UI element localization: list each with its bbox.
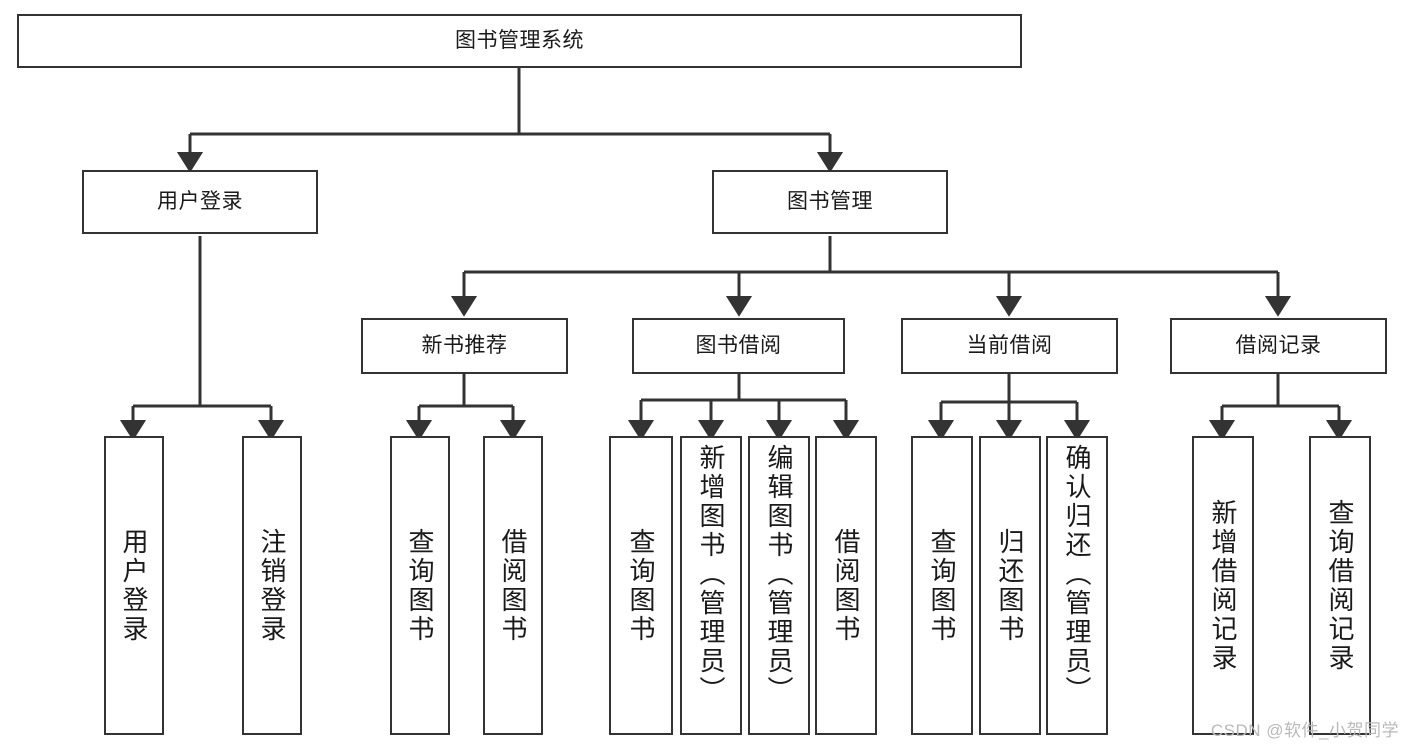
node-book-manage-label: 图书管理 [787, 190, 873, 214]
node-book-borrow-label: 图书借阅 [695, 334, 782, 358]
node-current-borrow[interactable]: 当前借阅 [901, 318, 1118, 374]
leaf-add-book[interactable]: 新增图书（管理员） [680, 436, 742, 735]
leaf-add-book-label: 新增图书（管理员） [696, 444, 726, 705]
leaf-add-record-label: 新增借阅记录 [1208, 498, 1238, 673]
node-new-book-rec-label: 新书推荐 [421, 334, 508, 358]
node-user-login[interactable]: 用户登录 [82, 170, 318, 234]
leaf-query-book-2[interactable]: 查询图书 [609, 436, 673, 735]
leaf-borrow-book-1-label: 借阅图书 [498, 527, 528, 644]
leaf-query-book-1-label: 查询图书 [405, 527, 435, 644]
node-root-label: 图书管理系统 [455, 29, 584, 53]
node-new-book-rec[interactable]: 新书推荐 [361, 318, 568, 374]
leaf-user-login-label: 用户登录 [119, 527, 149, 644]
node-borrow-record-label: 借阅记录 [1235, 334, 1322, 358]
leaf-query-record[interactable]: 查询借阅记录 [1309, 436, 1371, 735]
leaf-confirm-return-label: 确认归还（管理员） [1062, 444, 1092, 705]
leaf-edit-book[interactable]: 编辑图书（管理员） [748, 436, 810, 735]
leaf-borrow-book-2-label: 借阅图书 [831, 527, 861, 644]
node-root[interactable]: 图书管理系统 [17, 14, 1022, 68]
leaf-query-record-label: 查询借阅记录 [1325, 498, 1355, 673]
csdn-watermark: CSDN @软件_小贺同学 [1210, 721, 1399, 740]
leaf-return-book-label: 归还图书 [995, 527, 1025, 644]
leaf-return-book[interactable]: 归还图书 [979, 436, 1041, 735]
leaf-confirm-return[interactable]: 确认归还（管理员） [1046, 436, 1108, 735]
leaf-add-record[interactable]: 新增借阅记录 [1192, 436, 1254, 735]
leaf-logout-label: 注销登录 [257, 527, 287, 644]
leaf-logout[interactable]: 注销登录 [242, 436, 302, 735]
node-user-login-label: 用户登录 [157, 190, 243, 214]
leaf-borrow-book-2[interactable]: 借阅图书 [815, 436, 877, 735]
leaf-query-book-3-label: 查询图书 [927, 527, 957, 644]
node-book-borrow[interactable]: 图书借阅 [632, 318, 845, 374]
leaf-query-book-3[interactable]: 查询图书 [911, 436, 973, 735]
node-borrow-record[interactable]: 借阅记录 [1170, 318, 1387, 374]
leaf-borrow-book-1[interactable]: 借阅图书 [483, 436, 543, 735]
node-book-manage[interactable]: 图书管理 [712, 170, 948, 234]
leaf-user-login[interactable]: 用户登录 [104, 436, 164, 735]
leaf-query-book-1[interactable]: 查询图书 [390, 436, 450, 735]
leaf-edit-book-label: 编辑图书（管理员） [764, 444, 794, 705]
leaf-query-book-2-label: 查询图书 [626, 527, 656, 644]
node-current-borrow-label: 当前借阅 [966, 334, 1053, 358]
